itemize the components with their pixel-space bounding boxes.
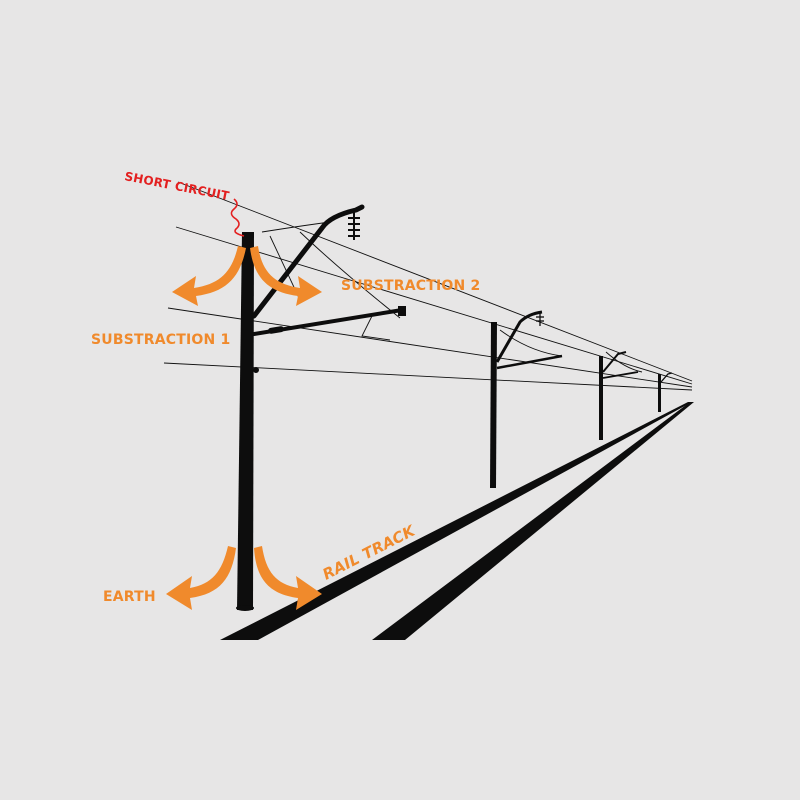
insulator-icon <box>536 312 544 326</box>
mast-4-bracket <box>660 372 673 383</box>
mast-2-pole <box>490 322 497 488</box>
mast-1-upper-bracket <box>251 204 365 319</box>
mast-3-arm <box>602 371 639 379</box>
arrow-to-rail-track-icon <box>254 546 322 610</box>
mast-1 <box>236 204 406 611</box>
messenger-wire-top <box>177 181 693 382</box>
mast-4-pole <box>658 374 661 412</box>
right-rail <box>372 402 694 640</box>
registration-arm <box>361 315 391 341</box>
cantilever-insulator <box>268 326 284 334</box>
rail-track-rails <box>220 402 694 640</box>
contact-clamp <box>253 367 259 373</box>
contact-wire-upper <box>167 307 693 388</box>
short-circuit-label: SHORT CIRCUIT <box>123 169 231 203</box>
insulator-icon <box>348 209 360 240</box>
messenger-wire-2 <box>175 226 693 385</box>
arrow-to-substraction-1-icon <box>172 246 246 306</box>
arm-end-clamp <box>398 306 406 316</box>
mast-3-pole <box>599 356 603 440</box>
substraction-1-label: SUBSTRACTION 1 <box>91 332 230 348</box>
short-circuit-spark <box>230 198 245 237</box>
mast-2 <box>490 310 563 488</box>
mast2-stay <box>499 329 563 357</box>
arrow-to-earth-icon <box>166 546 236 610</box>
earth-label: EARTH <box>103 589 156 605</box>
mast-2-bracket <box>495 310 543 363</box>
mast-3 <box>599 351 639 440</box>
support-stay <box>299 231 401 319</box>
arrow-to-substraction-2-icon <box>250 246 322 306</box>
mast-1-pole <box>237 232 254 610</box>
mast-1-base <box>236 605 254 611</box>
mast-2-arm <box>496 354 563 370</box>
left-rail <box>220 402 692 640</box>
mast-3-bracket <box>602 351 627 373</box>
mast-4 <box>658 372 673 412</box>
mast3-stay <box>605 351 643 373</box>
current-arrows <box>166 246 322 610</box>
substraction-2-label: SUBSTRACTION 2 <box>341 278 480 294</box>
